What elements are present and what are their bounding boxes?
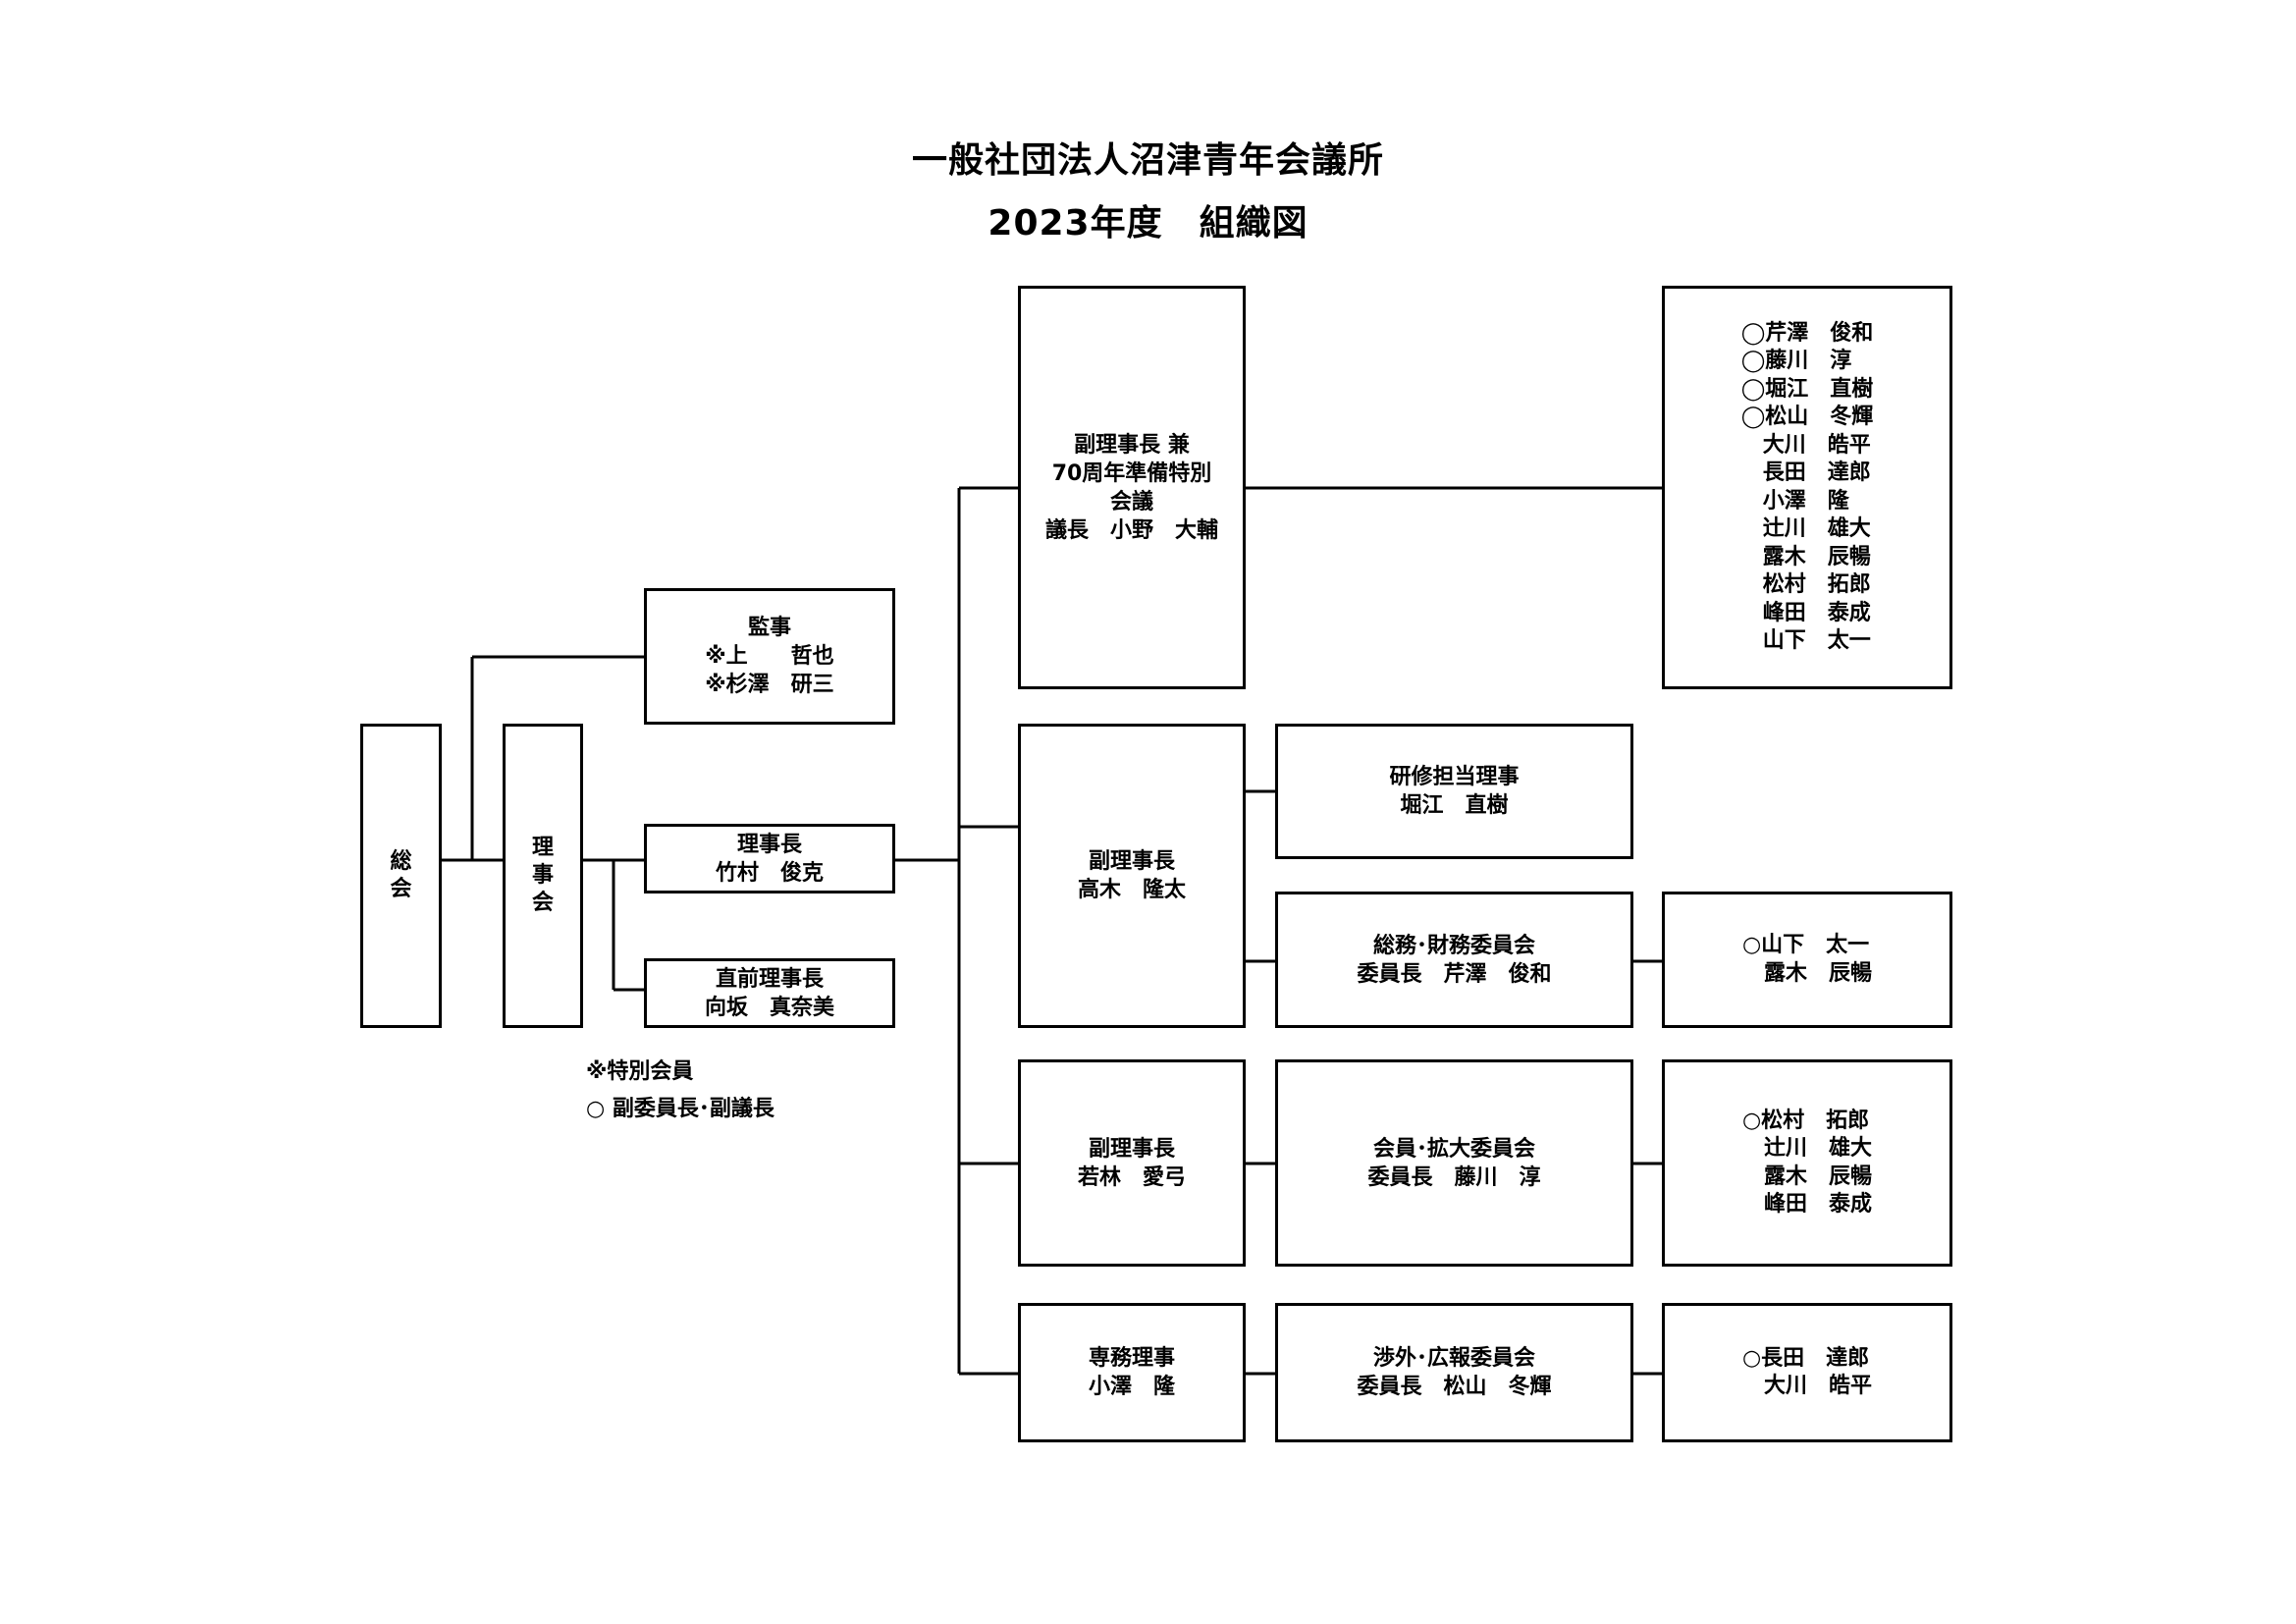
member-row: ○長田 達郎	[1741, 1345, 1870, 1371]
member-row: 大川 皓平	[1741, 1374, 1872, 1398]
member-row: ○松村 拓郎	[1741, 1108, 1870, 1133]
node-kaiin-committee: 会員･拡大委員会委員長 藤川 淳	[1275, 1059, 1633, 1267]
member-row: ◯松山 冬輝	[1740, 405, 1874, 429]
node-chokuzen-rijicho: 直前理事長向坂 真奈美	[644, 958, 895, 1028]
note-vice-chair: ○ 副委員長･副議長	[586, 1097, 774, 1121]
member-row: ○山下 太一	[1741, 933, 1870, 957]
member-row: 辻川 雄大	[1740, 516, 1871, 541]
member-row: ◯芹澤 俊和	[1740, 320, 1874, 346]
member-row: 辻川 雄大	[1741, 1136, 1872, 1161]
member-row: 露木 辰暢	[1740, 544, 1871, 569]
member-row: 山下 太一	[1740, 628, 1871, 653]
node-kanji: 監事※上 哲也※杉澤 研三	[644, 588, 895, 725]
node-vp-takagi: 副理事長高木 隆太	[1018, 724, 1246, 1028]
page-title: 一般社団法人沼津青年会議所	[911, 140, 1384, 181]
page-subtitle: 2023年度 組織図	[988, 203, 1308, 244]
members-kaiin: ○松村 拓郎 辻川 雄大 露木 辰暢 峰田 泰成	[1662, 1059, 1952, 1267]
node-senmu: 専務理事小澤 隆	[1018, 1303, 1246, 1442]
member-row: 小澤 隆	[1740, 488, 1849, 514]
note-special-member: ※特別会員	[586, 1059, 694, 1084]
member-row: 長田 達郎	[1740, 460, 1871, 485]
node-vp-wakabayashi: 副理事長若林 愛弓	[1018, 1059, 1246, 1267]
member-row: 大川 皓平	[1740, 432, 1871, 458]
member-row: 峰田 泰成	[1741, 1192, 1872, 1217]
member-row: 峰田 泰成	[1740, 600, 1871, 625]
node-rijicho: 理事長竹村 俊克	[644, 824, 895, 893]
node-rijikai: 理事会	[503, 724, 583, 1028]
member-row: 露木 辰暢	[1741, 960, 1872, 986]
members-70th: ◯芹澤 俊和 ◯藤川 淳 ◯堀江 直樹 ◯松山 冬輝 大川 皓平 長田 達郎 小…	[1662, 286, 1952, 689]
member-row: 露木 辰暢	[1741, 1164, 1872, 1189]
node-soukai: 総会	[360, 724, 442, 1028]
node-kenshu: 研修担当理事堀江 直樹	[1275, 724, 1633, 859]
member-row: ◯藤川 淳	[1740, 349, 1852, 373]
node-shogai-committee: 渉外･広報委員会委員長 松山 冬輝	[1275, 1303, 1633, 1442]
member-row: 松村 拓郎	[1740, 572, 1871, 597]
members-soumu: ○山下 太一 露木 辰暢	[1662, 892, 1952, 1028]
members-shogai: ○長田 達郎 大川 皓平	[1662, 1303, 1952, 1442]
member-row: ◯堀江 直樹	[1740, 376, 1874, 402]
node-soumu-committee: 総務･財務委員会委員長 芹澤 俊和	[1275, 892, 1633, 1028]
